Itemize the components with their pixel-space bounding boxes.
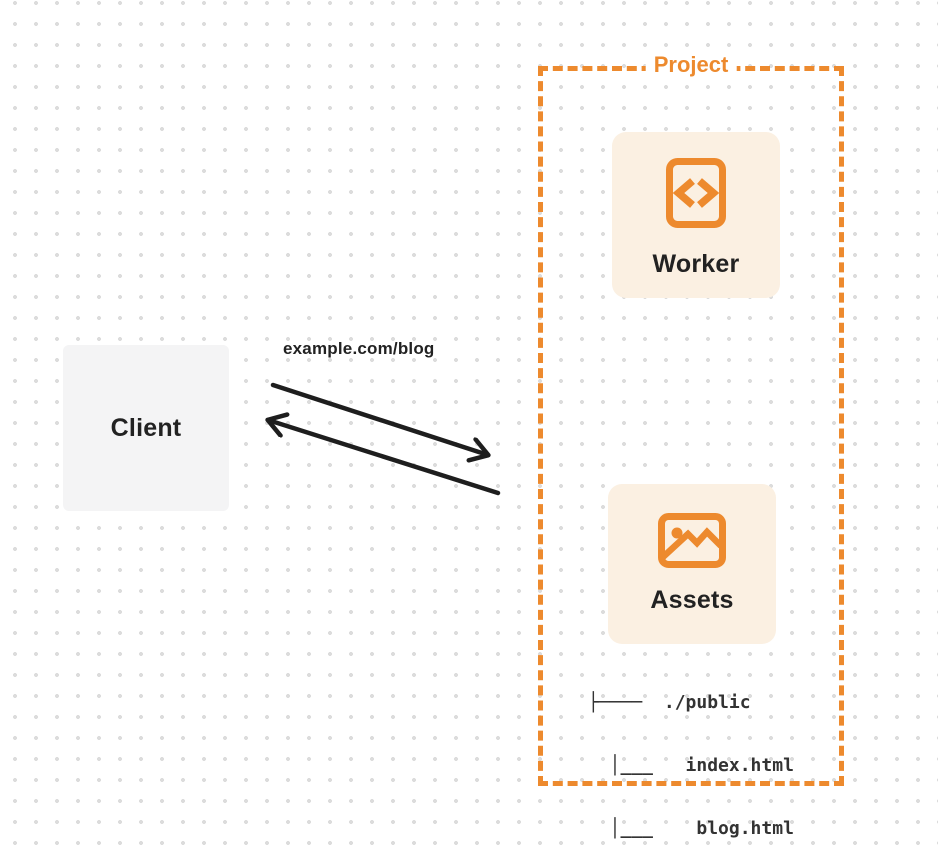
project-container: Project bbox=[538, 52, 844, 786]
request-response-arrows bbox=[250, 382, 501, 496]
assets-node: Assets bbox=[608, 484, 776, 644]
worker-node: Worker bbox=[612, 132, 780, 298]
request-url-label: example.com/blog bbox=[283, 339, 435, 358]
file-tree-line-index: │___ index.html bbox=[588, 755, 794, 776]
project-label: Project bbox=[645, 52, 737, 78]
client-label: Client bbox=[110, 413, 182, 442]
request-arrow bbox=[270, 382, 488, 455]
file-tree-line-blog: │___ blog.html bbox=[588, 818, 794, 839]
worker-label: Worker bbox=[652, 250, 740, 278]
code-document-icon bbox=[666, 158, 726, 228]
client-node: Client bbox=[63, 345, 229, 511]
file-tree: ├──── ./public │___ index.html │___ blog… bbox=[588, 650, 794, 860]
file-tree-line-public: ├──── ./public bbox=[588, 692, 751, 713]
response-arrow bbox=[268, 420, 501, 496]
image-icon bbox=[658, 513, 726, 568]
assets-label: Assets bbox=[650, 586, 734, 614]
